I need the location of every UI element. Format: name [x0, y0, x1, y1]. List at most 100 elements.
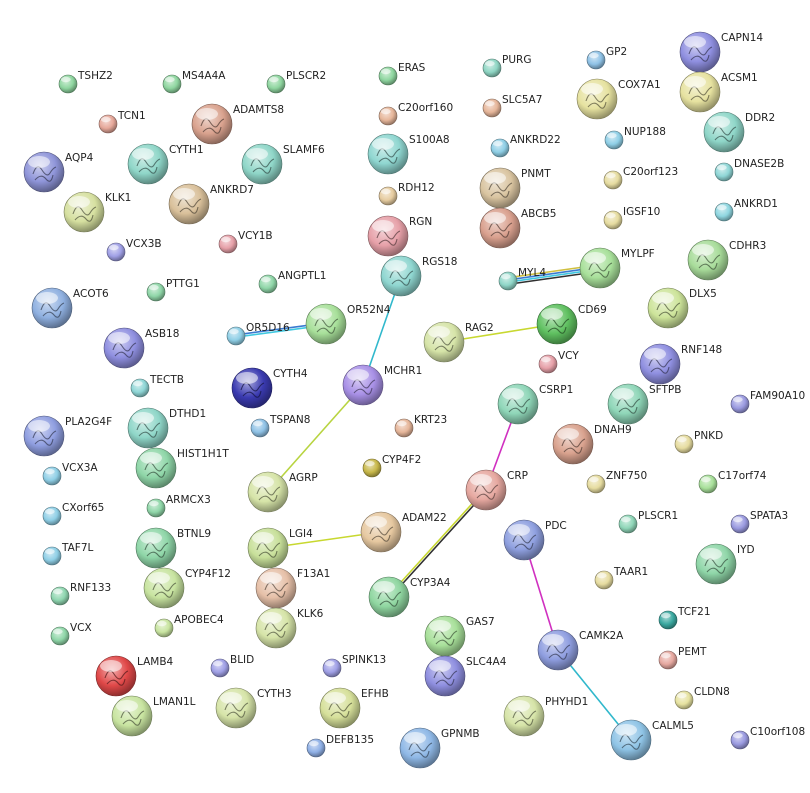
node-cyp4f2[interactable]: CYP4F2: [362, 454, 421, 478]
node-tcn1[interactable]: TCN1: [98, 110, 146, 134]
node-dnah9[interactable]: DNAH9: [552, 423, 632, 465]
node-ddr2[interactable]: DDR2: [703, 111, 775, 153]
node-cd69[interactable]: CD69: [536, 303, 607, 345]
node-cxorf65[interactable]: CXorf65: [42, 502, 104, 526]
node-nup188[interactable]: NUP188: [604, 126, 666, 150]
node-plscr1[interactable]: PLSCR1: [618, 510, 678, 534]
node-blid[interactable]: BLID: [210, 654, 254, 678]
node-cyp3a4[interactable]: CYP3A4: [368, 576, 451, 618]
node-rag2[interactable]: RAG2: [423, 321, 494, 363]
node-vcy1b[interactable]: VCY1B: [218, 230, 273, 254]
node-spink13[interactable]: SPINK13: [322, 654, 386, 678]
node-s100a8[interactable]: S100A8: [367, 133, 450, 175]
node-myl4[interactable]: MYL4: [498, 267, 546, 291]
node-lman1l[interactable]: LMAN1L: [111, 695, 196, 737]
node-plscr2[interactable]: PLSCR2: [266, 70, 326, 94]
node-efhb[interactable]: EFHB: [319, 687, 389, 729]
node-slamf6[interactable]: SLAMF6: [241, 143, 325, 185]
node-dlx5[interactable]: DLX5: [647, 287, 717, 329]
node-rdh12[interactable]: RDH12: [378, 182, 435, 206]
node-rnf133[interactable]: RNF133: [50, 582, 111, 606]
node-slc5a7[interactable]: SLC5A7: [482, 94, 542, 118]
node-abcb5[interactable]: ABCB5: [479, 207, 556, 249]
node-angptl1[interactable]: ANGPTL1: [258, 270, 326, 294]
node-ankrd7[interactable]: ANKRD7: [168, 183, 254, 225]
node-cldn8[interactable]: CLDN8: [674, 686, 730, 710]
node-klk6[interactable]: KLK6: [255, 607, 324, 649]
node-apobec4[interactable]: APOBEC4: [154, 614, 224, 638]
node-camk2a[interactable]: CAMK2A: [537, 629, 624, 671]
node-c17orf74[interactable]: C17orf74: [698, 470, 767, 494]
node-mchr1[interactable]: MCHR1: [342, 364, 422, 406]
node-rgn[interactable]: RGN: [367, 215, 432, 257]
node-klk1[interactable]: KLK1: [63, 191, 131, 233]
node-phyhd1[interactable]: PHYHD1: [503, 695, 588, 737]
node-adam22[interactable]: ADAM22: [360, 511, 447, 553]
node-igsf10[interactable]: IGSF10: [603, 206, 660, 230]
node-eras[interactable]: ERAS: [378, 62, 426, 86]
node-gpnmb[interactable]: GPNMB: [399, 727, 480, 769]
node-ankrd22[interactable]: ANKRD22: [490, 134, 561, 158]
node-tshz2[interactable]: TSHZ2: [58, 70, 113, 94]
node-cyp4f12[interactable]: CYP4F12: [143, 567, 231, 609]
node-vcx[interactable]: VCX: [50, 622, 92, 646]
node-dnase2b[interactable]: DNASE2B: [714, 158, 784, 182]
node-defb135[interactable]: DEFB135: [306, 734, 374, 758]
node-cyth4[interactable]: CYTH4: [231, 367, 308, 409]
node-vcy[interactable]: VCY: [538, 350, 579, 374]
node-iyd[interactable]: IYD: [695, 543, 755, 585]
node-rnf148[interactable]: RNF148: [639, 343, 722, 385]
node-pnkd[interactable]: PNKD: [674, 430, 723, 454]
node-capn14[interactable]: CAPN14: [679, 31, 763, 73]
node-tectb[interactable]: TECTB: [130, 374, 184, 398]
node-cox7a1[interactable]: COX7A1: [576, 78, 661, 120]
node-taar1[interactable]: TAAR1: [594, 566, 648, 590]
node-f13a1[interactable]: F13A1: [255, 567, 330, 609]
node-purg[interactable]: PURG: [482, 54, 531, 78]
node-aqp4[interactable]: AQP4: [23, 151, 94, 193]
node-gp2[interactable]: GP2: [586, 46, 627, 70]
node-dthd1[interactable]: DTHD1: [127, 407, 206, 449]
node-krt23[interactable]: KRT23: [394, 414, 447, 438]
node-cyth1[interactable]: CYTH1: [127, 143, 204, 185]
node-mylpf[interactable]: MYLPF: [579, 247, 655, 289]
node-asb18[interactable]: ASB18: [103, 327, 179, 369]
node-vcx3b[interactable]: VCX3B: [106, 238, 162, 262]
node-cyth3[interactable]: CYTH3: [215, 687, 292, 729]
node-sftpb[interactable]: SFTPB: [607, 383, 681, 425]
node-cdhr3[interactable]: CDHR3: [687, 239, 766, 281]
node-vcx3a[interactable]: VCX3A: [42, 462, 98, 486]
node-gas7[interactable]: GAS7: [424, 615, 495, 657]
node-armcx3[interactable]: ARMCX3: [146, 494, 211, 518]
node-agrp[interactable]: AGRP: [247, 471, 318, 513]
node-pemt[interactable]: PEMT: [658, 646, 707, 670]
node-tspan8[interactable]: TSPAN8: [250, 414, 310, 438]
node-pnmt[interactable]: PNMT: [479, 167, 551, 209]
node-or52n4[interactable]: OR52N4: [305, 303, 391, 345]
node-c20orf160[interactable]: C20orf160: [378, 102, 453, 126]
node-ms4a4a[interactable]: MS4A4A: [162, 70, 226, 94]
node-pdc[interactable]: PDC: [503, 519, 567, 561]
node-pla2g4f[interactable]: PLA2G4F: [23, 415, 112, 457]
node-csrp1[interactable]: CSRP1: [497, 383, 573, 425]
node-acsm1[interactable]: ACSM1: [679, 71, 758, 113]
edge-mchr1-agrp[interactable]: [267, 384, 364, 493]
node-lgi4[interactable]: LGI4: [247, 527, 313, 569]
node-slc4a4[interactable]: SLC4A4: [424, 655, 507, 697]
node-c10orf108[interactable]: C10orf108: [730, 726, 805, 750]
node-ankrd1[interactable]: ANKRD1: [714, 198, 778, 222]
node-lamb4[interactable]: LAMB4: [95, 655, 174, 697]
edge-crp-cyp3a4[interactable]: [387, 488, 488, 599]
node-calml5[interactable]: CALML5: [610, 719, 694, 761]
node-or5d16[interactable]: OR5D16: [226, 322, 290, 346]
node-tcf21[interactable]: TCF21: [658, 606, 711, 630]
node-pttg1[interactable]: PTTG1: [146, 278, 200, 302]
node-rgs18[interactable]: RGS18: [380, 255, 457, 297]
node-c20orf123[interactable]: C20orf123: [603, 166, 678, 190]
node-hist1h1t[interactable]: HIST1H1T: [135, 447, 229, 489]
node-znf750[interactable]: ZNF750: [586, 470, 647, 494]
node-btnl9[interactable]: BTNL9: [135, 527, 211, 569]
node-fam90a10[interactable]: FAM90A10: [730, 390, 805, 414]
node-taf7l[interactable]: TAF7L: [42, 542, 94, 566]
node-acot6[interactable]: ACOT6: [31, 287, 109, 329]
